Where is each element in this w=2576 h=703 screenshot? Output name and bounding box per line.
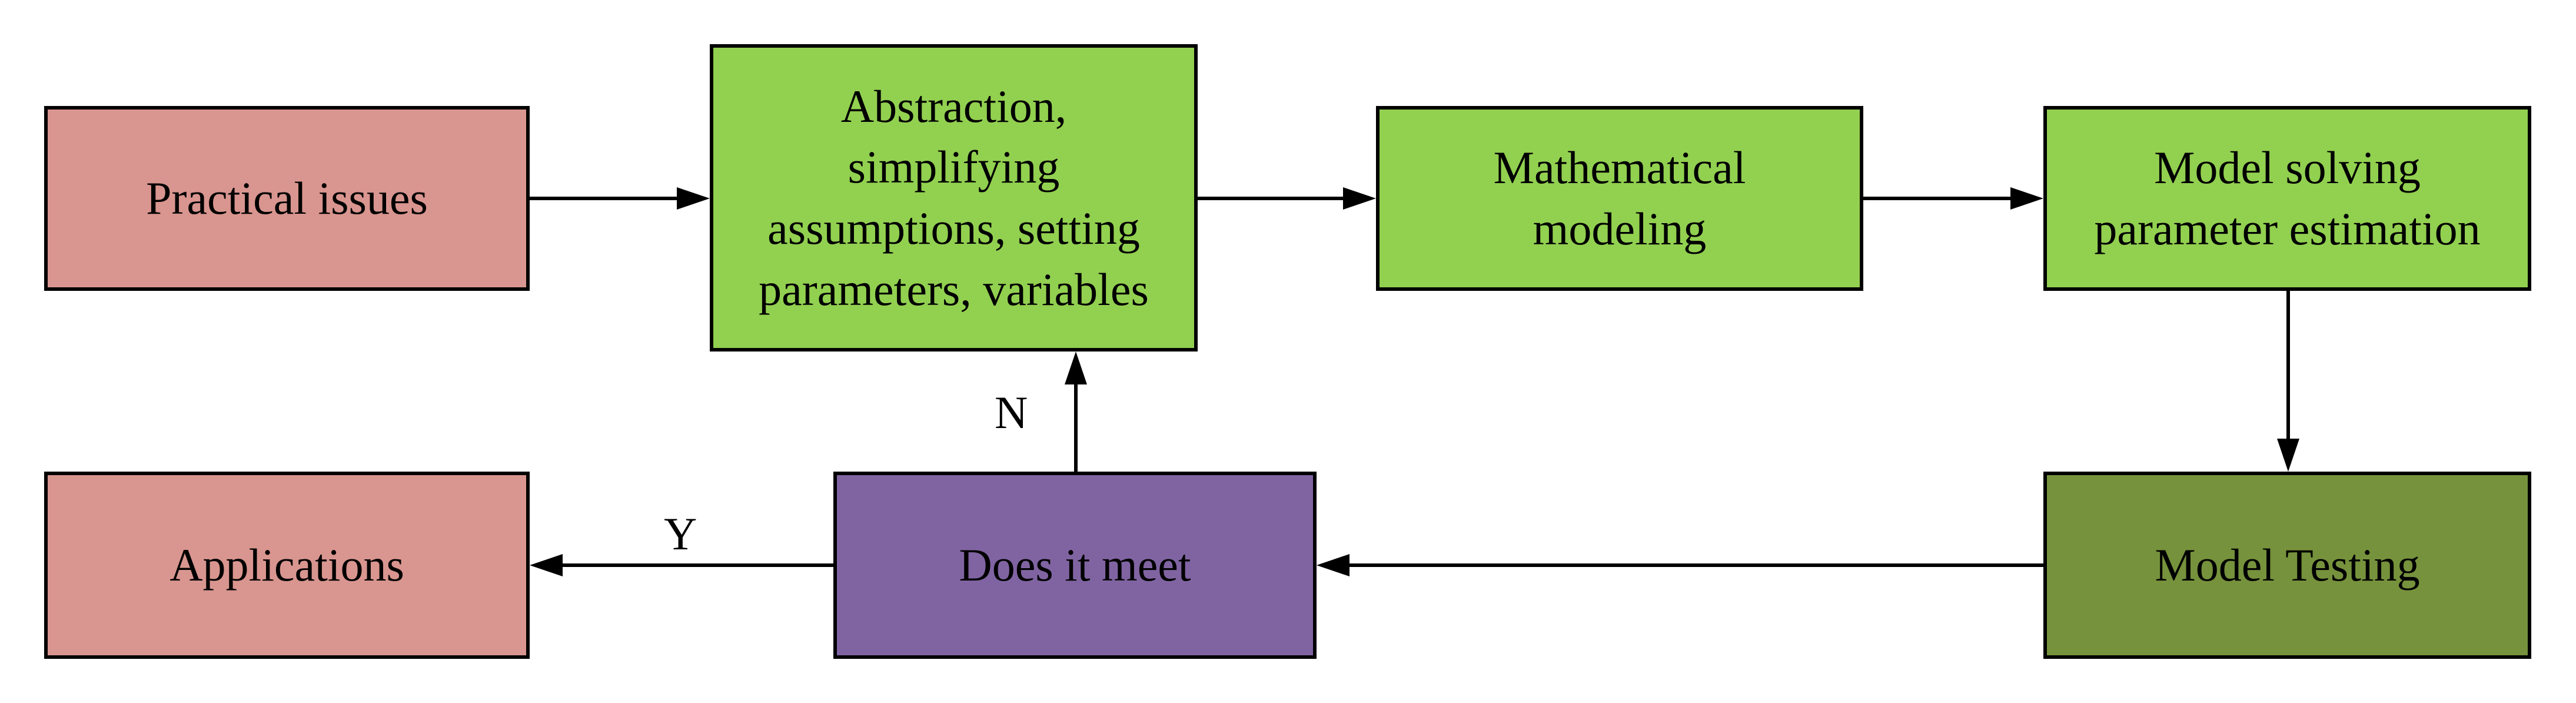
arrow-testing-to-decision (1317, 554, 2043, 576)
node-decision-label: Does it meet (959, 539, 1191, 591)
node-mathematical-modeling: Mathematical modeling (1376, 106, 1863, 291)
node-practical-issues-label: Practical issues (146, 173, 428, 224)
edge-label-yes: Y (664, 508, 697, 559)
arrow-abstraction-to-modeling (1198, 187, 1376, 210)
node-applications-label: Applications (169, 539, 404, 591)
node-practical-issues: Practical issues (44, 106, 530, 291)
arrow-decision-to-applications (530, 554, 833, 576)
arrow-solving-to-testing (2277, 291, 2299, 472)
node-model-testing-label: Model Testing (2155, 539, 2420, 591)
arrow-modeling-to-solving (1863, 187, 2043, 210)
node-abstraction: Abstraction, simplifying assumptions, se… (710, 44, 1198, 352)
node-model-solving: Model solving parameter estimation (2043, 106, 2531, 291)
node-model-solving-label: Model solving parameter estimation (2094, 142, 2481, 254)
arrow-practical-to-abstraction (530, 187, 710, 210)
node-decision: Does it meet (833, 472, 1317, 659)
node-mathematical-modeling-label: Mathematical modeling (1493, 142, 1746, 254)
node-abstraction-label: Abstraction, simplifying assumptions, se… (759, 80, 1149, 315)
node-model-testing: Model Testing (2043, 472, 2531, 659)
arrow-decision-to-abstraction (1065, 352, 1087, 472)
edge-label-no: N (995, 387, 1028, 438)
node-applications: Applications (44, 472, 530, 659)
